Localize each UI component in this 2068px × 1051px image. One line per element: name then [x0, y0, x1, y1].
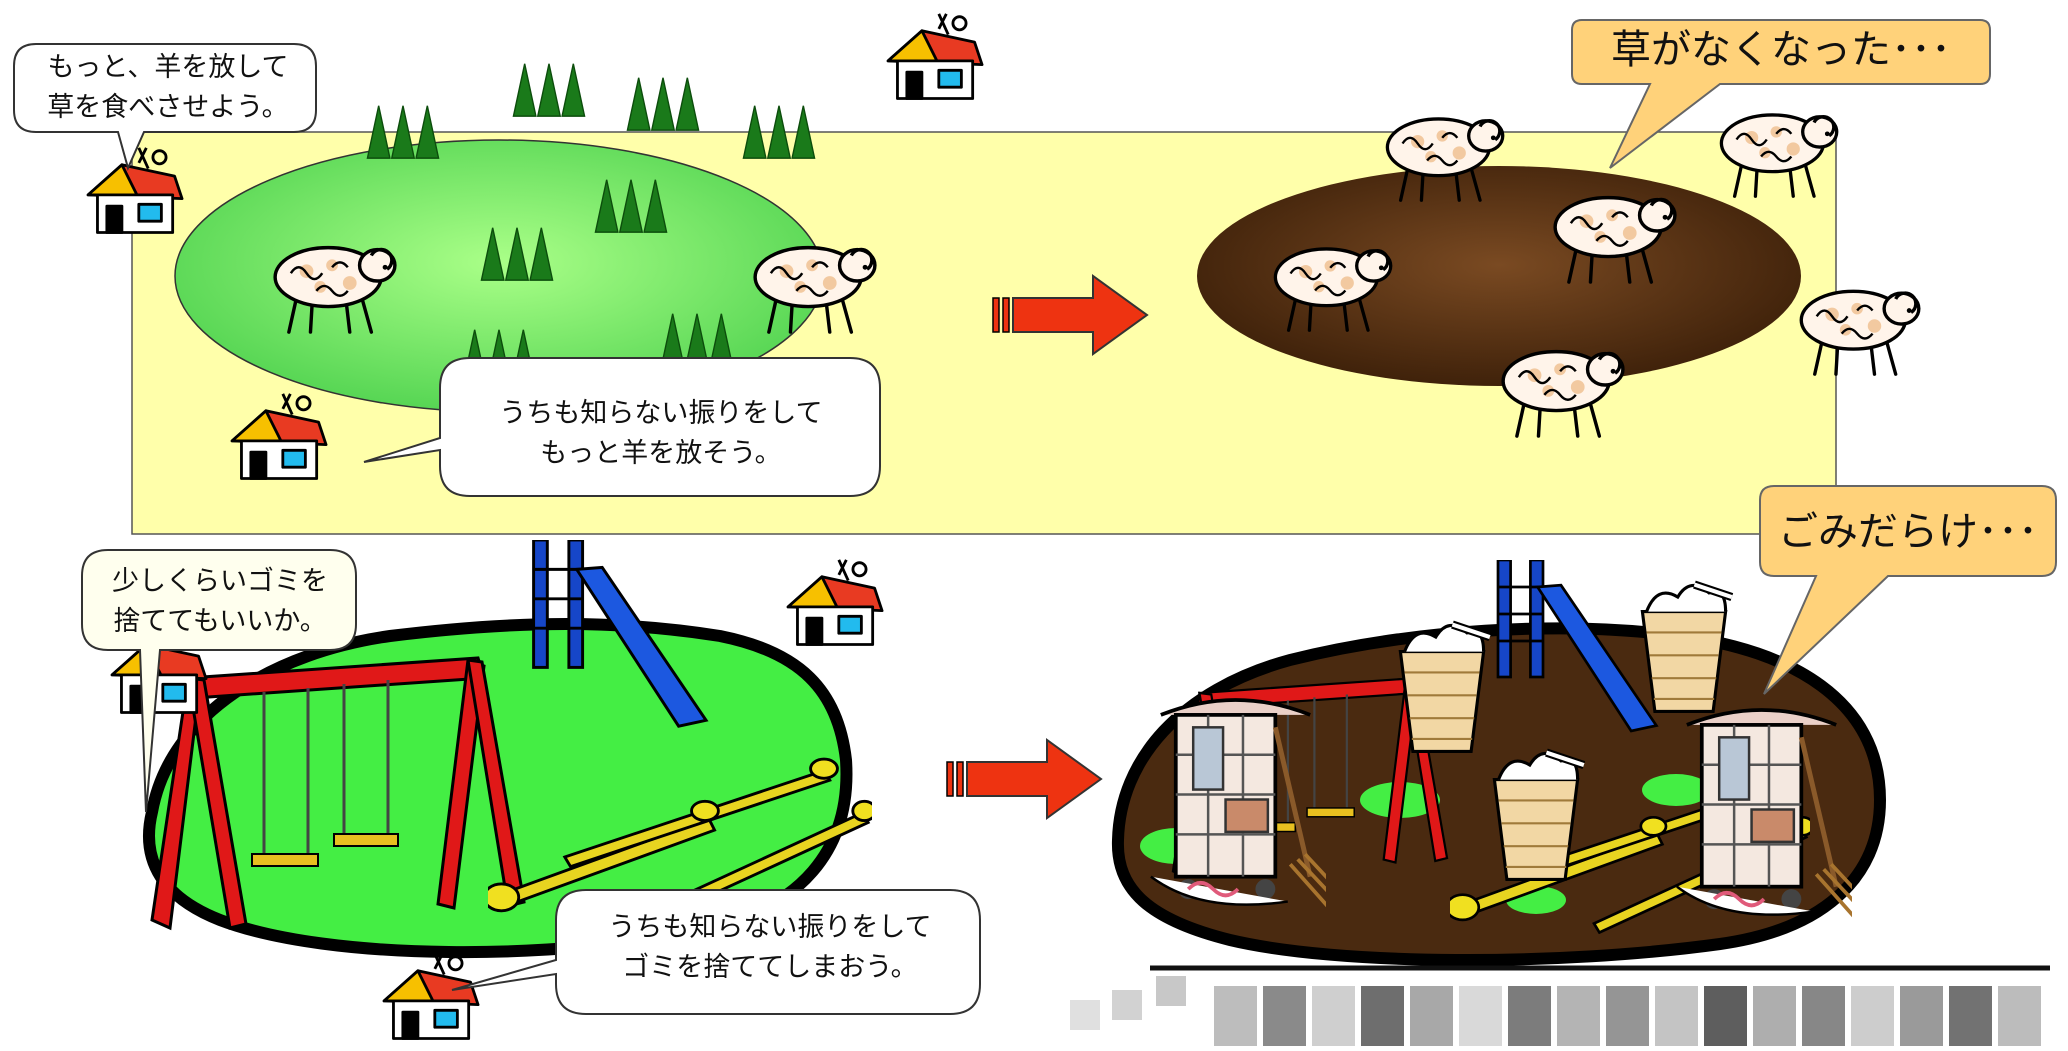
result-callout [1571, 19, 1991, 169]
pasture-result-text: 草がなくなった･･･ [1611, 27, 1951, 73]
photo-tile [1214, 986, 1257, 1046]
arrow-right-icon [945, 738, 1103, 820]
park-result-text: ごみだらけ･･･ [1778, 509, 2038, 555]
house-icon [382, 952, 480, 1040]
photo-tile [1459, 986, 1502, 1046]
photo-tile [1900, 986, 1943, 1046]
sheep-icon [1799, 289, 1921, 376]
photo-tile [1263, 986, 1306, 1046]
photo-tile [1802, 986, 1845, 1046]
photo-tile [1851, 986, 1894, 1046]
photo-tile [1410, 986, 1453, 1046]
tree-icon [480, 226, 554, 281]
photo-tile [1606, 986, 1649, 1046]
speech-bubble [363, 357, 881, 497]
tree-icon [594, 178, 668, 233]
speech-bubble [451, 889, 981, 1015]
tree-icon [366, 104, 440, 159]
photo-tile [1312, 986, 1355, 1046]
photo-tile [1557, 986, 1600, 1046]
park-speech-a: 少しくらいゴミを 捨ててもいいか。 [112, 566, 328, 637]
pasture-speech-b: うちも知らない振りをして もっと羊を放そう。 [499, 398, 823, 469]
speech-bubble [81, 549, 357, 813]
photo-tile [1508, 986, 1551, 1046]
house-icon [786, 558, 884, 646]
park-speech-b: うちも知らない振りをして ゴミを捨ててしまおう。 [608, 912, 932, 983]
tree-icon [742, 104, 816, 159]
photo-tile [1949, 986, 1992, 1046]
photo-tile [1361, 986, 1404, 1046]
result-callout [1759, 485, 2057, 695]
tree-icon [626, 76, 700, 131]
photo-tile [1704, 986, 1747, 1046]
photo-tile [1998, 986, 2041, 1046]
speech-bubble [13, 43, 317, 171]
photo-tile [1753, 986, 1796, 1046]
photo-tile [1655, 986, 1698, 1046]
pasture-speech-a: もっと、羊を放して 草を食べさせよう。 [47, 52, 289, 123]
tree-icon [512, 62, 586, 117]
photo-strip [1070, 965, 2050, 1046]
house-icon [886, 12, 984, 100]
